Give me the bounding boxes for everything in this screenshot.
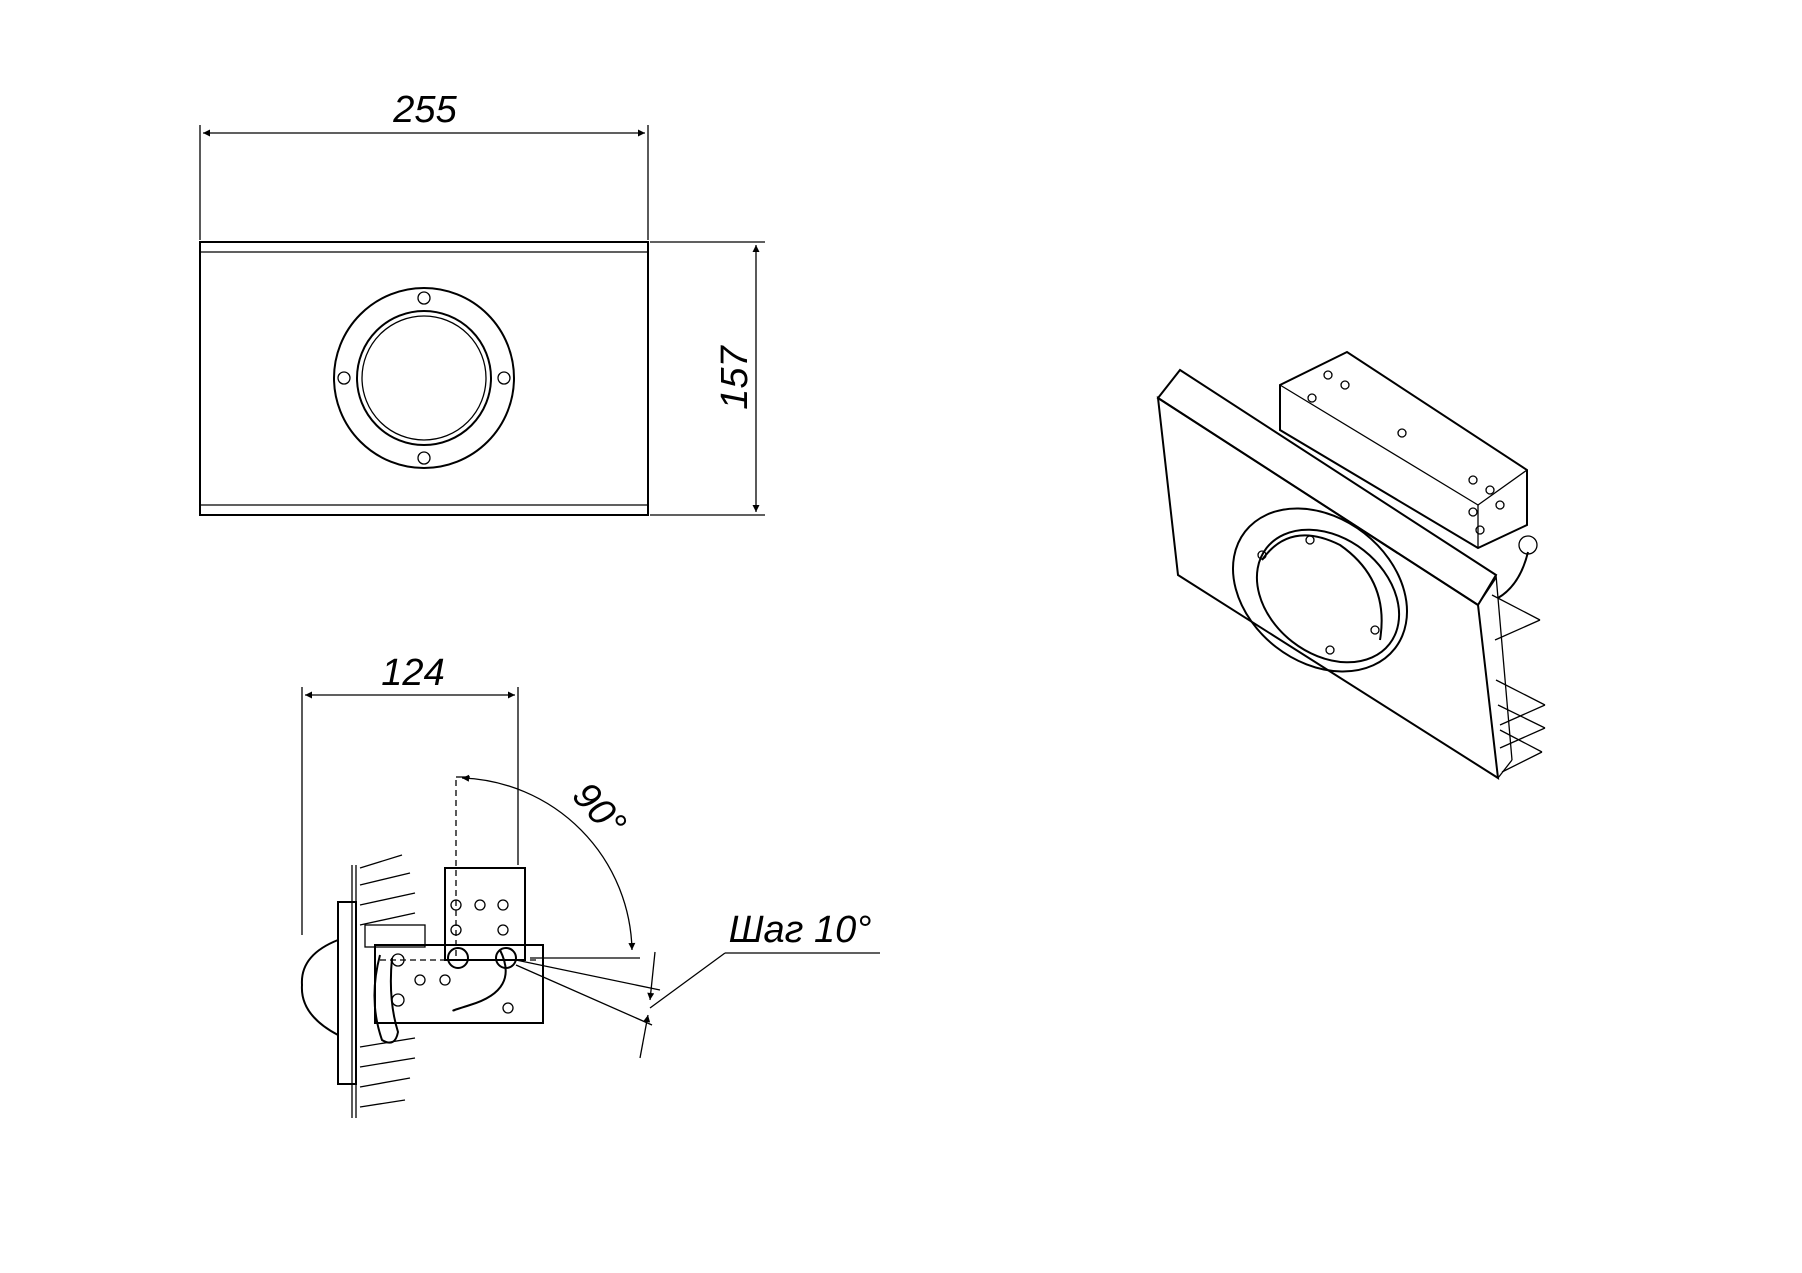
- dimension-angle-label: 90°: [564, 775, 634, 846]
- bezel-screws: [337, 291, 511, 465]
- dimension-step-label: Шаг 10°: [729, 909, 872, 951]
- dimension-depth-label: 124: [381, 652, 444, 694]
- dimension-depth: 124: [301, 652, 519, 935]
- heatsink-fins: [359, 854, 416, 1108]
- iso-heatsink-fins: [1491, 594, 1546, 773]
- iso-rear-bracket: [1279, 350, 1538, 599]
- side-front-plate: [300, 865, 357, 1118]
- dimension-width: 255: [199, 89, 649, 240]
- front-view: 255 157: [199, 89, 765, 516]
- side-view: 124 90° Шаг 10°: [300, 652, 880, 1118]
- iso-front-plate: [1156, 368, 1513, 780]
- dimension-step: Шаг 10°: [515, 909, 880, 1059]
- dimension-height-label: 157: [714, 344, 756, 409]
- isometric-view: [1156, 350, 1546, 780]
- dimension-width-label: 255: [392, 89, 457, 131]
- iso-lens: [1231, 507, 1409, 673]
- mount-bracket: [364, 780, 544, 1044]
- lens-bezel: [333, 287, 515, 469]
- dimension-angle: 90°: [456, 775, 640, 959]
- dimension-height: 157: [650, 241, 765, 516]
